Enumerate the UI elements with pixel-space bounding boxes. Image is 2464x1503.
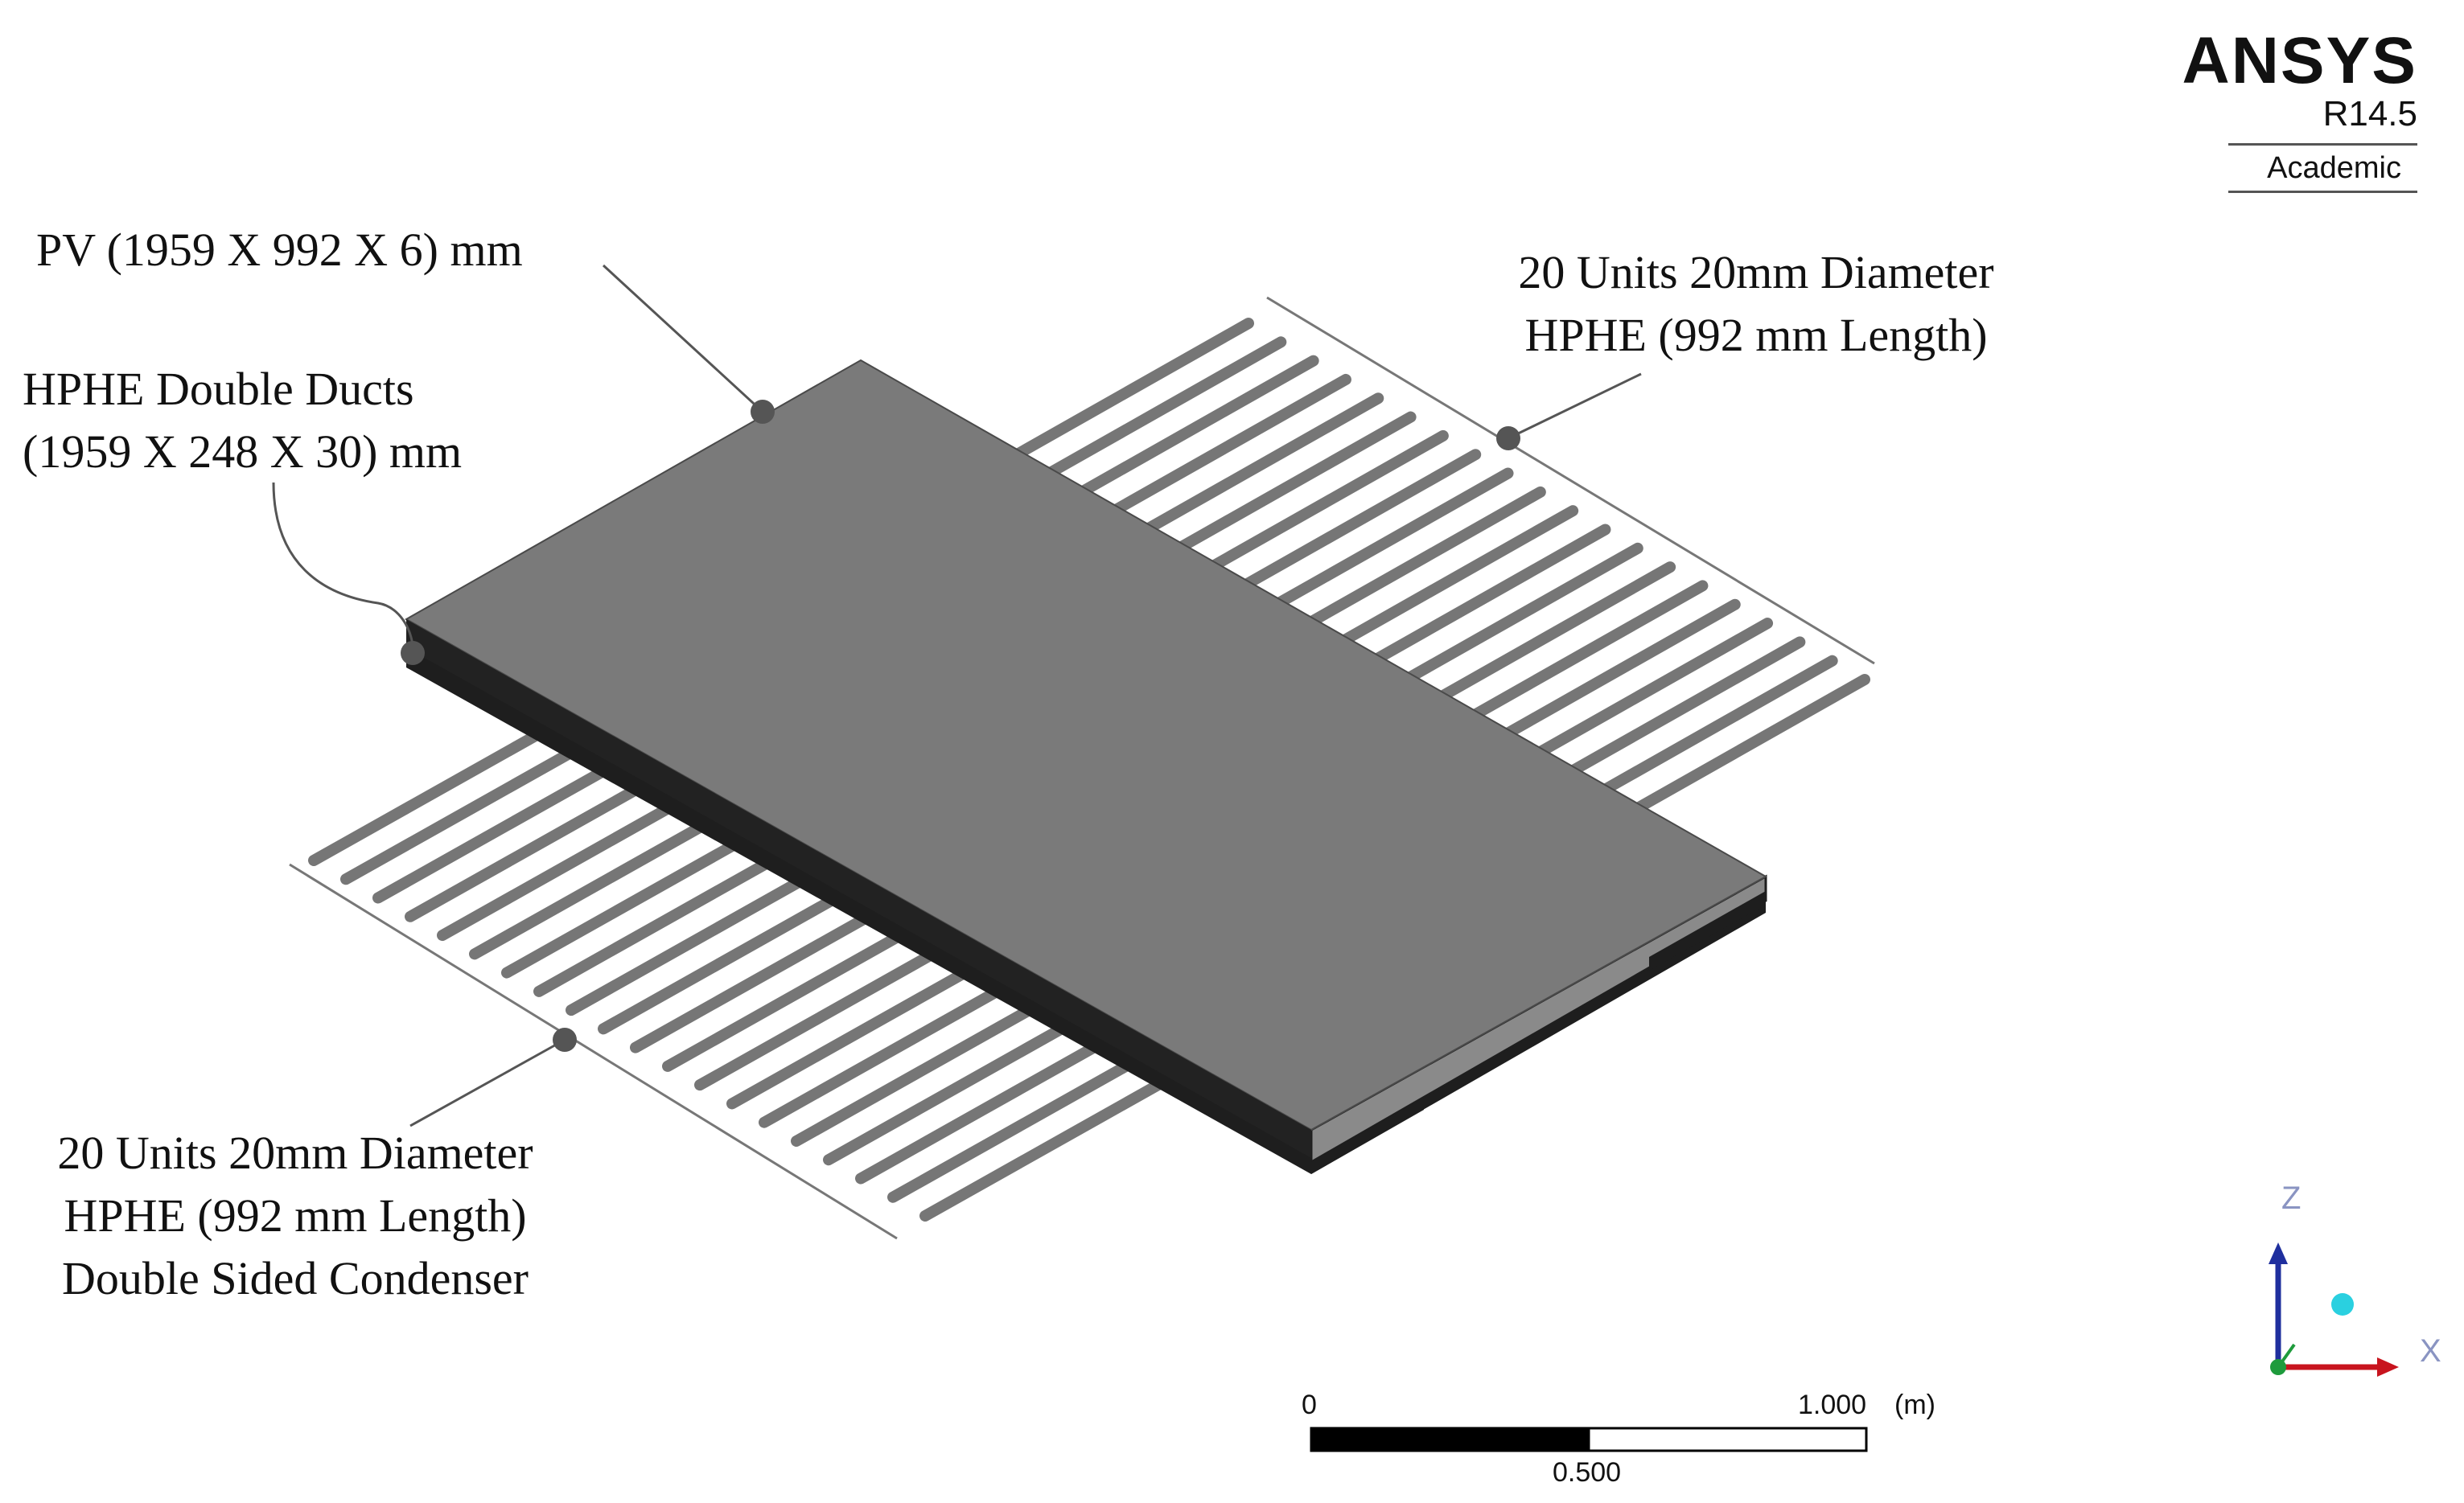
label-pv: PV (1959 X 992 X 6) mm	[36, 219, 523, 281]
triad-x-arrowhead	[2377, 1357, 2399, 1377]
axis-triad[interactable]	[2269, 1242, 2399, 1377]
pipes-tr-pipe-14	[1423, 561, 1676, 710]
scale-bar	[1310, 1427, 1868, 1452]
leader-pv	[602, 264, 764, 413]
pipes-bl-pipe-18	[855, 1028, 1124, 1185]
pipes-tr-pipe-8	[1228, 449, 1482, 598]
pipes-tr-pipe-6	[1163, 411, 1417, 560]
logo-version: R14.5	[2322, 94, 2417, 133]
triad-origin	[2270, 1359, 2286, 1375]
scale-bar-outline	[1310, 1427, 1868, 1452]
scale-unit-label: (m)	[1894, 1390, 1935, 1420]
pipes-bl-pipe-4	[405, 766, 673, 922]
pipes-bl-pipe-10	[598, 878, 866, 1035]
label-top-right-line1: 20 Units 20mm Diameter	[1518, 246, 1994, 298]
label-bottom-left-pipes: 20 Units 20mm Diameter HPHE (992 mm Leng…	[18, 1122, 573, 1310]
leader-bottom-left	[409, 1038, 566, 1127]
pipes-tr-pipe-15	[1455, 580, 1709, 729]
scale-bar-black-segment	[1311, 1428, 1589, 1451]
pipes-tr-pipe-13	[1390, 542, 1643, 691]
triad-z-arrowhead	[2269, 1242, 2288, 1264]
pipes-tr-pipe-7	[1195, 429, 1449, 578]
pipes-bl-pipe-6	[469, 803, 738, 960]
pipes-tr-pipe-4	[1098, 373, 1351, 522]
bottom-left-array-guide-line	[289, 863, 898, 1240]
logo-edition: Academic	[2267, 151, 2401, 185]
scale-bar-white-segment	[1587, 1427, 1868, 1452]
leader-bottom-left-dot	[553, 1028, 577, 1052]
pipes-bl-pipe-8	[533, 840, 802, 997]
pipes-bl-pipe-20	[919, 1066, 1188, 1222]
scale-mid-label: 0.500	[1553, 1457, 1622, 1488]
duct-step-1	[1311, 1098, 1424, 1174]
top-right-pipe-array	[1002, 318, 1870, 822]
top-right-array-guide-line	[1266, 296, 1875, 665]
triad-x-label: X	[2420, 1333, 2441, 1369]
ansys-logo: ANSYS R14.5 Academic	[2182, 27, 2417, 193]
pipes-bl-pipe-16	[791, 990, 1059, 1147]
pv-panel-with-ducts[interactable]	[404, 359, 1768, 1174]
label-bottom-left-line1: 20 Units 20mm Diameter	[57, 1127, 533, 1179]
pipes-bl-pipe-3	[372, 747, 641, 904]
leader-pv-dot	[751, 400, 775, 424]
scale-end-label: 1.000	[1798, 1390, 1867, 1420]
pipes-bl-pipe-15	[759, 971, 1027, 1128]
label-bottom-left-line2: HPHE (992 mm Length)	[64, 1189, 527, 1242]
pipes-bl-pipe-14	[726, 953, 995, 1110]
logo-rule-top	[2228, 143, 2417, 146]
pipes-tr-pipe-19	[1585, 655, 1838, 803]
pipes-tr-pipe-12	[1358, 524, 1611, 672]
logo-rule-bottom	[2228, 191, 2417, 193]
triad-iso-ball[interactable]	[2331, 1293, 2354, 1316]
pipes-bl-pipe-17	[823, 1009, 1092, 1166]
pipes-tr-pipe-1	[1002, 318, 1254, 466]
logo-name: ANSYS	[2182, 24, 2417, 97]
pipes-bl-pipe-11	[630, 897, 899, 1053]
pipes-tr-pipe-9	[1261, 467, 1514, 616]
pipes-tr-pipe-2	[1034, 336, 1287, 485]
pipes-bl-pipe-7	[501, 822, 770, 979]
pipes-tr-pipe-20	[1618, 674, 1870, 822]
pipes-bl-pipe-2	[340, 729, 609, 885]
pipes-tr-pipe-16	[1487, 598, 1741, 747]
leader-ducts	[272, 482, 414, 654]
pv-panel-left-edge	[406, 619, 1311, 1158]
pipes-tr-pipe-10	[1293, 486, 1546, 634]
leader-top-right	[1508, 372, 1642, 440]
label-ducts-line2: (1959 X 248 X 30) mm	[23, 425, 463, 478]
pipes-tr-pipe-5	[1131, 392, 1384, 541]
label-ducts: HPHE Double Ducts (1959 X 248 X 30) mm	[23, 358, 462, 483]
bottom-left-pipe-array	[308, 710, 1188, 1222]
scale-start-label: 0	[1302, 1390, 1317, 1420]
label-bottom-left-line3: Double Sided Condenser	[62, 1252, 529, 1304]
pipes-bl-pipe-12	[662, 915, 931, 1072]
label-top-right-line2: HPHE (992 mm Length)	[1524, 309, 1988, 361]
leader-lines	[272, 264, 1642, 1127]
pipes-tr-pipe-18	[1553, 636, 1806, 785]
pipes-tr-pipe-3	[1066, 355, 1319, 503]
label-top-right-pipes: 20 Units 20mm Diameter HPHE (992 mm Leng…	[1479, 241, 2034, 367]
label-ducts-line1: HPHE Double Ducts	[23, 363, 414, 415]
pipes-bl-pipe-5	[437, 785, 705, 942]
pipes-bl-pipe-19	[887, 1046, 1156, 1203]
pipes-tr-pipe-17	[1520, 618, 1774, 766]
pipes-tr-pipe-11	[1326, 505, 1579, 654]
pipes-bl-pipe-13	[694, 934, 963, 1091]
leader-top-right-dot	[1496, 426, 1520, 450]
pipes-bl-pipe-9	[566, 860, 834, 1016]
triad-z-label: Z	[2281, 1181, 2302, 1216]
pipes-bl-pipe-1	[308, 710, 577, 866]
duct-step-2	[1649, 891, 1766, 971]
leader-ducts-dot	[401, 641, 425, 665]
label-pv-text: PV (1959 X 992 X 6) mm	[36, 224, 523, 276]
